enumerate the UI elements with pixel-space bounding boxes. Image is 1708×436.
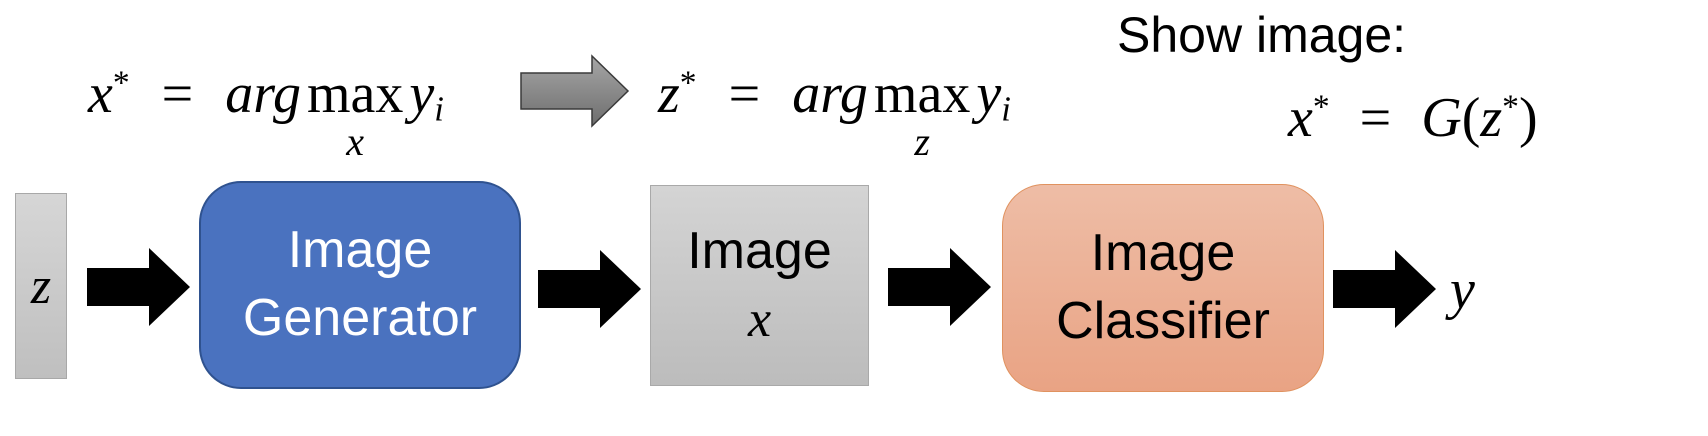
gray-arrow-icon xyxy=(520,54,630,128)
show-image-label: Show image: xyxy=(1117,7,1407,63)
image-classifier-block: Image Classifier xyxy=(1002,184,1324,392)
arrow-right-icon xyxy=(87,248,190,326)
equation-generator-output: x* = G(z*) xyxy=(1288,87,1538,149)
arrow-right-icon xyxy=(538,250,641,328)
arrow-right-icon xyxy=(1333,250,1436,328)
generator-line2: Generator xyxy=(242,289,478,347)
classifier-line2: Classifier xyxy=(1056,292,1270,350)
output-y-label: y xyxy=(1450,259,1475,321)
classifier-line1: Image xyxy=(1090,224,1236,283)
arrow-right-icon xyxy=(888,248,991,326)
generator-line1: Image xyxy=(287,221,433,280)
image-line1: Image xyxy=(687,221,832,280)
image-generator-block: Image Generator xyxy=(199,181,521,389)
image-x-block: Image x xyxy=(650,185,869,386)
latent-z-bar: z xyxy=(15,193,67,379)
latent-z-label: z xyxy=(30,257,52,315)
image-line2: x xyxy=(747,290,772,348)
